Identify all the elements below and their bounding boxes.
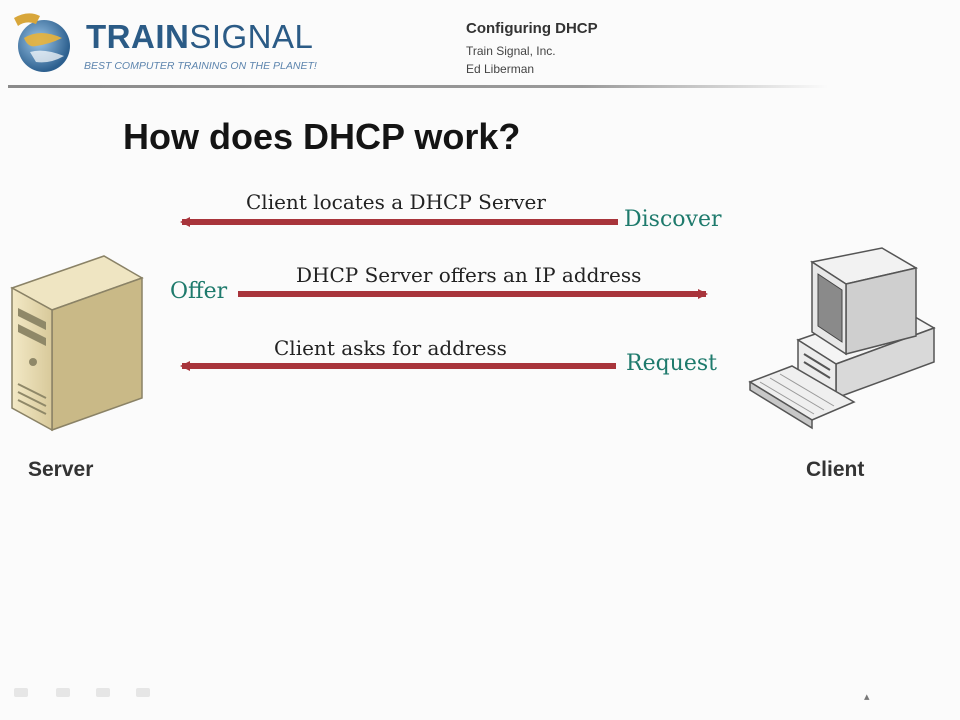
course-credits: Train Signal, Inc. Ed Liberman bbox=[466, 42, 556, 78]
client-computer-icon bbox=[748, 247, 936, 430]
server-label: Server bbox=[28, 458, 94, 481]
discover-message: Client locates a DHCP Server bbox=[246, 190, 546, 214]
request-message: Client asks for address bbox=[274, 336, 507, 360]
brand-light: SIGNAL bbox=[189, 18, 314, 55]
brand-tagline: BEST COMPUTER TRAINING ON THE PLANET! bbox=[84, 60, 317, 72]
request-tag: Request bbox=[626, 351, 717, 376]
discover-tag: Discover bbox=[624, 207, 722, 232]
slide-header: TRAINSIGNAL BEST COMPUTER TRAINING ON TH… bbox=[0, 0, 960, 92]
course-title: Configuring DHCP bbox=[466, 20, 598, 37]
brand-logo: TRAINSIGNAL bbox=[86, 18, 313, 56]
client-label: Client bbox=[806, 458, 865, 481]
control-prev[interactable] bbox=[14, 688, 28, 697]
control-next[interactable] bbox=[136, 688, 150, 697]
page-marker-icon: ▴ bbox=[864, 690, 870, 703]
offer-message: DHCP Server offers an IP address bbox=[296, 263, 642, 287]
server-icon bbox=[10, 255, 144, 432]
brand-bold: TRAIN bbox=[86, 18, 190, 55]
author-name: Ed Liberman bbox=[466, 62, 535, 76]
offer-tag: Offer bbox=[170, 279, 228, 304]
control-pen[interactable] bbox=[56, 688, 70, 697]
globe-icon bbox=[14, 13, 70, 72]
header-divider bbox=[8, 85, 828, 88]
company-name: Train Signal, Inc. bbox=[466, 44, 556, 58]
slide-title: How does DHCP work? bbox=[123, 116, 521, 157]
control-menu[interactable] bbox=[96, 688, 110, 697]
